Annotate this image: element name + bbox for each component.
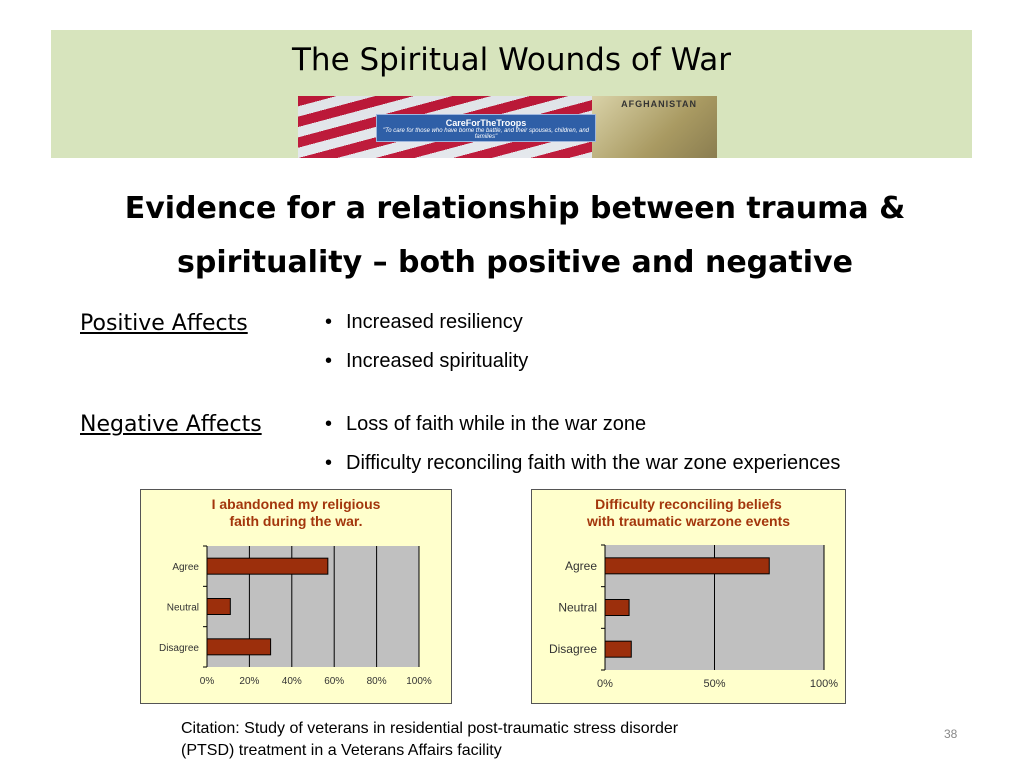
list-item-text: Increased spirituality: [346, 350, 529, 372]
list-item: •Difficulty reconciling faith with the w…: [325, 452, 841, 474]
x-tick-label: 0%: [597, 678, 613, 690]
slide-title: The Spiritual Wounds of War: [291, 42, 732, 78]
x-tick-label: 100%: [406, 676, 432, 687]
positive-affects-list: •Increased resiliency •Increased spiritu…: [323, 310, 528, 388]
heading-line-1: Evidence for a relationship between trau…: [124, 191, 906, 226]
list-item: •Loss of faith while in the war zone: [325, 413, 647, 435]
heading-line-2: spirituality – both positive and negativ…: [177, 245, 853, 280]
list-item: •Increased spirituality: [325, 350, 529, 372]
chart-title: Difficulty reconciling beliefs with trau…: [532, 496, 845, 530]
banner-logo-box: CareForTheTroops "To care for those who …: [376, 114, 596, 142]
bar: [604, 599, 630, 616]
positive-affects-label: Positive Affects: [80, 311, 248, 336]
chart-abandoned-faith: I abandoned my religious faith during th…: [140, 489, 452, 704]
category-label: Disagree: [159, 643, 199, 654]
citation-line-1: Citation: Study of veterans in residenti…: [181, 720, 679, 737]
negative-affects-label: Negative Affects: [80, 412, 262, 437]
x-tick-label: 50%: [703, 678, 725, 690]
x-tick-label: 80%: [367, 676, 387, 687]
list-item-text: Difficulty reconciling faith with the wa…: [346, 452, 841, 474]
banner-tagline: "To care for those who have borne the ba…: [382, 128, 590, 140]
bar: [206, 557, 329, 575]
x-tick-label: 40%: [282, 676, 302, 687]
map-label: AFGHANISTAN: [621, 99, 697, 109]
citation-line-2: (PTSD) treatment in a Veterans Affairs f…: [181, 742, 502, 759]
x-tick-label: 100%: [810, 678, 838, 690]
chart-title-line-1: Difficulty reconciling beliefs: [595, 496, 782, 512]
category-label: Agree: [565, 559, 597, 573]
list-item-text: Increased resiliency: [346, 311, 523, 333]
slide-heading: Evidence for a relationship between trau…: [60, 182, 970, 290]
header-band: The Spiritual Wounds of War AFGHANISTAN …: [51, 30, 972, 158]
negative-affects-list: •Loss of faith while in the war zone •Di…: [323, 412, 840, 490]
category-label: Disagree: [549, 642, 597, 656]
list-item-text: Loss of faith while in the war zone: [346, 413, 647, 435]
list-item: •Increased resiliency: [325, 311, 523, 333]
bar: [206, 638, 272, 656]
x-tick-label: 20%: [239, 676, 259, 687]
category-label: Neutral: [167, 603, 199, 614]
bar: [604, 640, 632, 658]
banner-brand: CareForTheTroops: [445, 118, 527, 128]
slide-number: 38: [944, 727, 958, 741]
care-for-the-troops-banner: AFGHANISTAN CareForTheTroops "To care fo…: [298, 96, 717, 158]
map-image: AFGHANISTAN: [592, 96, 717, 158]
chart-reconciling-beliefs: Difficulty reconciling beliefs with trau…: [531, 489, 846, 704]
x-tick-label: 60%: [324, 676, 344, 687]
chart-title-line-1: I abandoned my religious: [211, 496, 381, 512]
bar: [604, 557, 770, 575]
x-tick-label: 0%: [200, 676, 215, 687]
chart-title-line-2: with traumatic warzone events: [586, 513, 791, 529]
category-label: Agree: [172, 562, 199, 573]
chart-title-line-2: faith during the war.: [229, 513, 363, 529]
bar: [206, 598, 231, 615]
category-label: Neutral: [558, 601, 597, 615]
citation: Citation: Study of veterans in residenti…: [181, 718, 841, 762]
chart-title: I abandoned my religious faith during th…: [141, 496, 451, 530]
